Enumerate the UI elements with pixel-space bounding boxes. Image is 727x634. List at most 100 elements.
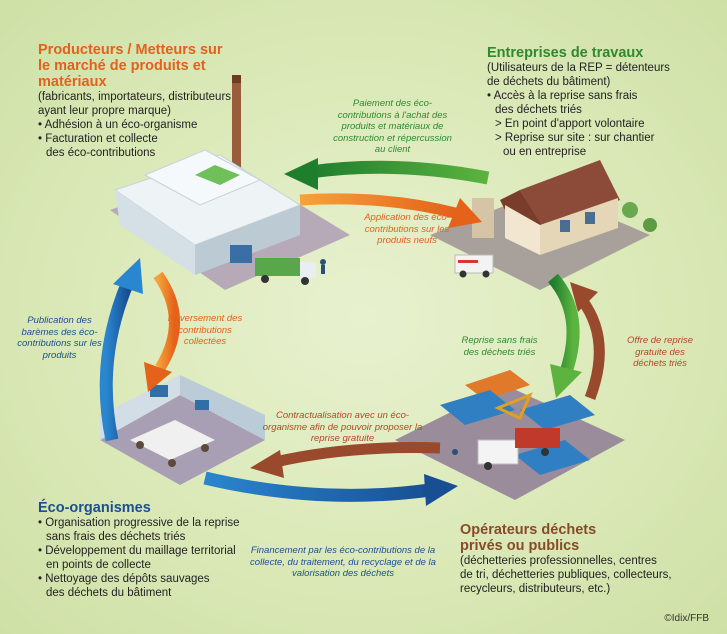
skip-blue: [440, 390, 515, 425]
flow-label-application: Application des éco-contributions sur le…: [364, 212, 450, 246]
chimney-top: [232, 75, 241, 83]
truck-wheel: [261, 275, 269, 283]
office-scene: [100, 375, 265, 485]
worker-figure: [452, 449, 458, 455]
person-figure: [136, 441, 144, 449]
waste-site-scene: [395, 370, 625, 500]
arrow-publication: [99, 279, 134, 442]
operateurs-line: recycleurs, distributeurs, etc.): [460, 583, 611, 595]
producteurs-line: des éco-contributions: [46, 147, 156, 159]
flow-label-reversement: Reversement des contributions collectées: [167, 313, 243, 347]
flow-label-financement: Financement par les éco-contributions de…: [250, 545, 436, 579]
entreprises-line: des déchets triés: [495, 104, 582, 116]
truck-wheel: [484, 462, 492, 470]
factory-truck-container: [255, 258, 300, 276]
operateurs-line: (déchetteries professionnelles, centres: [460, 555, 657, 567]
operateurs-line: de tri, déchetteries publiques, collecte…: [460, 569, 672, 581]
producteurs-line: • Facturation et collecte: [38, 133, 158, 145]
eco-line: sans frais des déchets triés: [46, 531, 186, 543]
office-screen: [150, 385, 168, 397]
entreprises-title: Entreprises de travaux: [487, 45, 644, 61]
truck-wheel: [541, 448, 549, 456]
person-figure: [168, 459, 176, 467]
operateurs-subtitle: privés ou publics: [460, 538, 580, 554]
factory-truck-cab: [300, 262, 316, 278]
van-wheel: [482, 270, 490, 278]
arrow-offre-head: [570, 282, 598, 312]
eco-list: • Organisation progressive de la reprise…: [38, 516, 268, 600]
eco-line: en points de collecte: [46, 559, 151, 571]
skip-orange: [465, 370, 530, 400]
producteurs-line: ayant leur propre marque): [38, 105, 171, 117]
producteurs-block: Producteurs / Metteurs sur le marché de …: [38, 42, 238, 160]
entreprises-line: > En point d'apport volontaire: [495, 118, 645, 130]
arrow-paiement-head: [284, 158, 318, 190]
office-wall-right: [180, 375, 265, 440]
eco-block: Éco-organismes • Organisation progressiv…: [38, 500, 268, 600]
scaffold-block: [472, 198, 494, 238]
eco-line: • Développement du maillage territorial: [38, 545, 236, 557]
eco-line: des déchets du bâtiment: [46, 587, 172, 599]
entreprises-list: (Utilisateurs de la REP = détenteurs de …: [487, 61, 702, 159]
skip-blue: [520, 395, 595, 430]
arrow-contractualisation-head: [250, 450, 284, 478]
worker-figure: [320, 259, 326, 265]
arrow-application-head: [448, 198, 482, 228]
entreprises-line: > Reprise sur site : sur chantier: [495, 132, 655, 144]
credit: ©Idix/FFB: [664, 613, 709, 624]
arrow-reversement: [153, 271, 180, 371]
producteurs-line: • Adhésion à un éco-organisme: [38, 119, 198, 131]
office-table: [130, 420, 215, 460]
arrow-paiement: [309, 160, 490, 185]
office-screen: [195, 400, 209, 410]
van-wheel: [459, 270, 467, 278]
tree: [622, 202, 638, 218]
arrow-contractualisation: [273, 442, 441, 468]
flow-label-offre: Offre de reprise gratuite des déchets tr…: [627, 335, 693, 369]
arrow-financement-head: [424, 474, 458, 506]
producteurs-list: (fabricants, importateurs, distributeurs…: [38, 90, 238, 160]
house-van: [454, 254, 494, 274]
factory-scene: [110, 75, 350, 290]
house-wall-left: [505, 205, 540, 255]
arrow-offre: [577, 296, 605, 400]
waste-truck-cab: [477, 439, 519, 465]
arrow-reversement-head: [144, 362, 172, 392]
flow-label-contractualisation: Contractualisation avec un éco-organisme…: [262, 410, 423, 444]
flow-label-paiement: Paiement des éco-contributions à l'achat…: [333, 98, 452, 155]
factory-chimney: [232, 75, 241, 175]
factory-wall-right: [195, 205, 300, 275]
arrow-publication-head: [113, 258, 143, 294]
producteurs-title: Producteurs / Metteurs sur le marché de …: [38, 42, 223, 90]
factory-wall-left: [115, 190, 195, 275]
arrow-application: [299, 193, 457, 219]
house-window: [585, 212, 595, 224]
arrow-financement: [203, 471, 431, 502]
truck-wheel: [301, 277, 309, 285]
house-window: [560, 220, 570, 232]
eco-line: • Organisation progressive de la reprise: [38, 517, 240, 529]
flow-label-publication: Publication des barèmes des éco-contribu…: [17, 315, 102, 361]
arrow-reprise-head: [550, 364, 582, 398]
eco-title: Éco-organismes: [38, 500, 151, 516]
factory-door: [230, 245, 252, 263]
entreprises-line: (Utilisateurs de la REP = détenteurs: [487, 62, 670, 74]
crane-arm: [494, 392, 533, 420]
operateurs-title: Opérateurs déchets: [460, 522, 597, 538]
flow-label-reprise: Reprise sans frais des déchets triés: [461, 335, 538, 358]
house-wall-right: [540, 198, 618, 255]
producteurs-line: (fabricants, importateurs, distributeurs: [38, 91, 232, 103]
waste-truck-body: [515, 428, 560, 448]
entreprises-line: • Accès à la reprise sans frais: [487, 90, 638, 102]
arrow-reprise: [547, 273, 580, 375]
entreprises-block: Entreprises de travaux (Utilisateurs de …: [487, 45, 702, 159]
house-scene: [430, 160, 657, 290]
worker-figure: [321, 265, 325, 274]
skip-blue: [515, 440, 590, 475]
tree: [643, 218, 657, 232]
eco-line: • Nettoyage des dépôts sauvages: [38, 573, 210, 585]
operateurs-block: Opérateurs déchets privés ou publics (dé…: [460, 522, 700, 596]
person-figure: [201, 444, 209, 452]
